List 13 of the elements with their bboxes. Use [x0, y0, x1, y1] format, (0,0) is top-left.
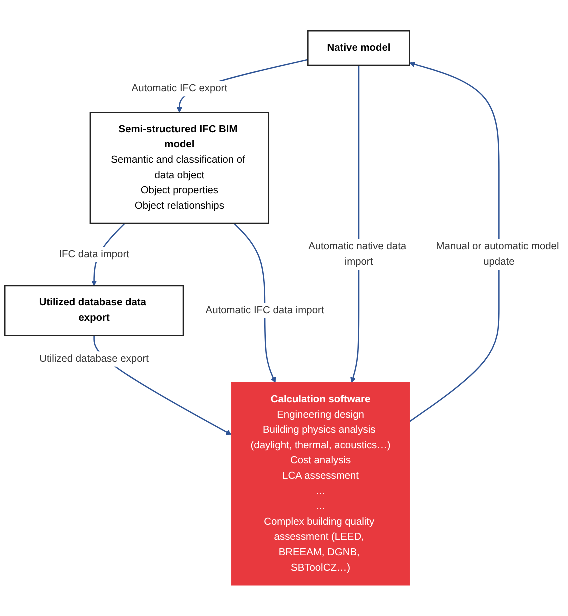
arrow	[234, 222, 276, 383]
arrow	[410, 62, 500, 422]
node-box: Native model	[308, 30, 410, 66]
edge-label: IFC data import	[59, 248, 130, 260]
edge-label: Automatic IFC export	[132, 83, 228, 94]
edge-label: Manual or automatic model update	[436, 241, 560, 268]
node-box: Calculation software Engineering design Building physics analysis (daylight, thermal, acoustics…) Cost analysis LCA assessment … … Complex building quality assessment (LEED, BREEAM, DGNB, SBToolCZ…)	[231, 382, 410, 586]
arrow	[350, 65, 360, 383]
node-box: Utilized database data export	[4, 285, 184, 336]
node-box: Semi-structured IFC BIM model Semantic and classification of data object Object properties Object relationships	[90, 112, 270, 224]
edge-label: Automatic IFC data import	[206, 304, 324, 316]
edge-label: Utilized database export	[40, 353, 149, 364]
edge-label: Automatic native data import	[308, 241, 407, 268]
